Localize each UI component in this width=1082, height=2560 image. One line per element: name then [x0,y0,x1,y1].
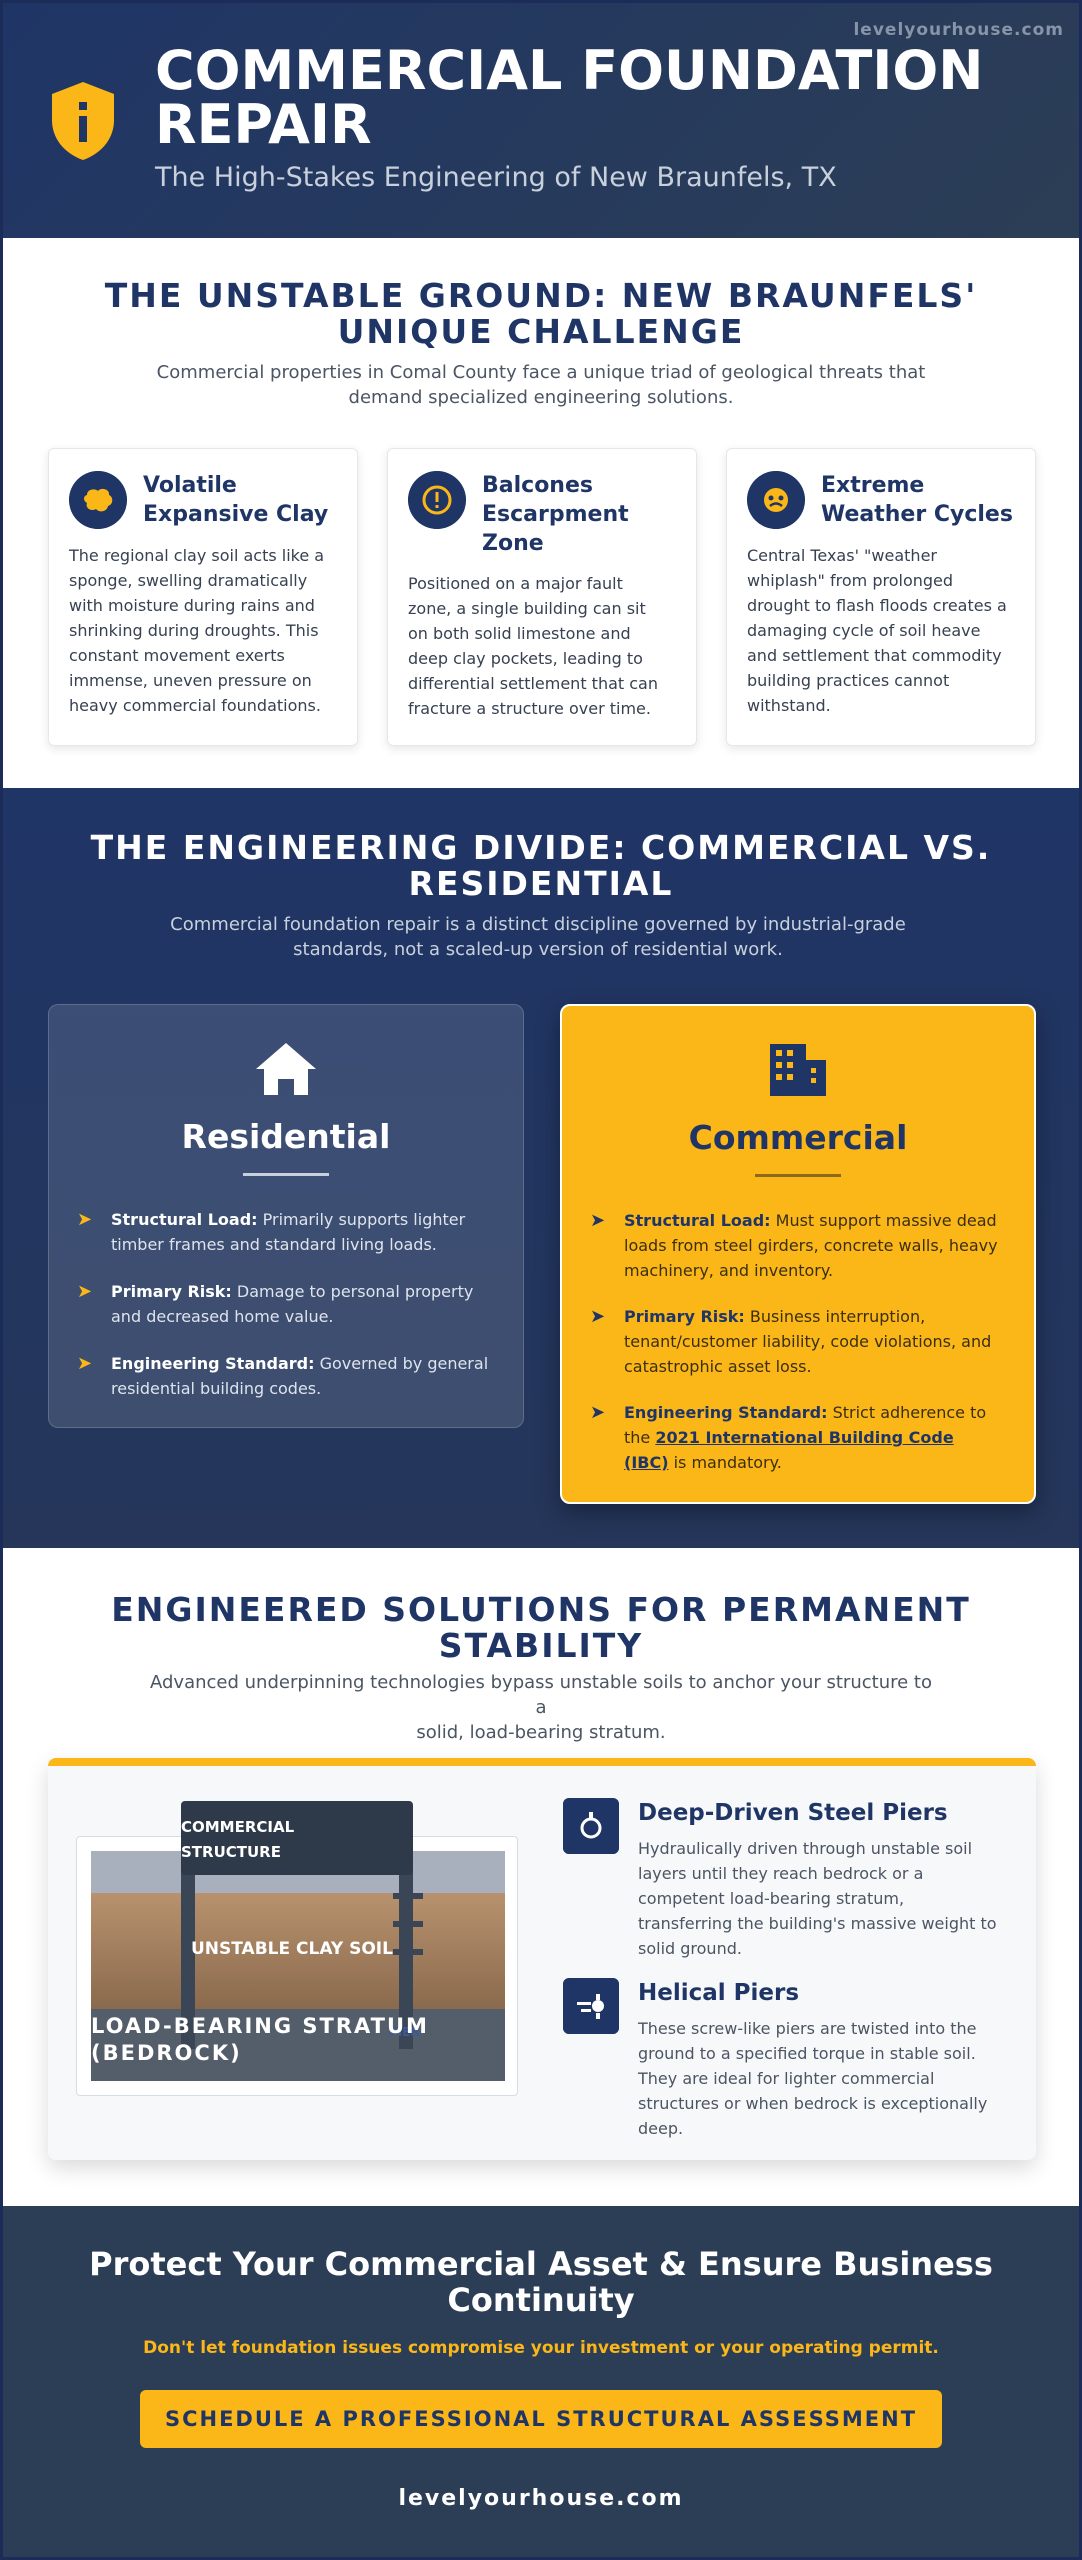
page-subtitle: The High-Stakes Engineering of New Braun… [155,162,837,193]
divide-section: THE ENGINEERING DIVIDE: COMMERCIAL VS. R… [0,788,1082,1548]
card-title: Balcones Escarpment Zone [482,473,629,556]
title-divider [243,1173,329,1176]
structure-label: COMMERCIAL STRUCTURE [181,1818,295,1861]
schedule-assessment-button[interactable]: SCHEDULE A PROFESSIONAL STRUCTURAL ASSES… [140,2390,942,2448]
solutions-section: ENGINEERED SOLUTIONS FOR PERMANENT STABI… [3,1548,1079,2206]
solutions-desc: Advanced underpinning technologies bypas… [150,1672,932,1743]
diagram-bedrock-layer [91,2009,505,2081]
divide-desc: Commercial foundation repair is a distin… [170,914,906,960]
footer-site-url[interactable]: levelyourhouse.com [398,2486,684,2511]
challenge-card-escarpment: Balcones Escarpment Zone Positioned on a… [387,448,697,746]
pier-label: PIER [389,2025,420,2039]
helical-flight [393,1893,423,1899]
clay-label: UNSTABLE CLAY SOIL [191,1939,393,1959]
bedrock-label: LOAD-BEARING STRATUM (BEDROCK) [91,2014,429,2065]
divide-title: THE ENGINEERING DIVIDE: COMMERCIAL VS. R… [90,828,992,903]
arrow-icon: ➤ [590,1210,606,1231]
card-text: The regional clay soil acts like a spong… [69,546,325,715]
card-text: Central Texas' "weather whiplash" from p… [747,546,1007,715]
shield-icon [52,82,114,160]
footer-subtitle: Don't let foundation issues compromise y… [143,2338,939,2358]
challenge-desc: Commercial properties in Comal County fa… [156,362,926,408]
ibc-link[interactable]: 2021 International Building Code [655,1428,954,1447]
arrow-icon: ➤ [590,1402,606,1423]
diagram-clay-layer [91,1893,505,2009]
residential-item: ➤ Primary Risk: Damage to personal prope… [77,1281,474,1326]
page-header: levelyourhouse.com COMMERCIAL FOUNDATION… [0,0,1082,238]
diagram-pier [399,1867,413,2049]
residential-item: ➤ Structural Load: Primarily supports li… [77,1209,466,1254]
commercial-item: ➤ Structural Load: Must support massive … [590,1210,998,1280]
diagram-pier [181,1867,195,2049]
residential-item: ➤ Engineering Standard: Governed by gene… [77,1353,489,1398]
helical-pier-title: Helical Piers [638,1980,800,2006]
arrow-icon: ➤ [77,1209,93,1230]
steel-pier-title: Deep-Driven Steel Piers [638,1800,948,1826]
card-title: Extreme Weather Cycles [821,473,1013,527]
foundation-diagram: COMMERCIAL STRUCTURE UNSTABLE CLAY SOIL … [76,1801,518,2096]
footer-title: Protect Your Commercial Asset & Ensure B… [89,2245,993,2319]
solutions-card: COMMERCIAL STRUCTURE UNSTABLE CLAY SOIL … [48,1758,1036,2160]
card-title: Volatile Expansive Clay [143,473,329,527]
residential-title: Residential [181,1117,391,1156]
challenge-title: THE UNSTABLE GROUND: NEW BRAUNFELS' UNIQ… [104,276,978,351]
commercial-item: ➤ Engineering Standard: Strict adherence… [590,1402,987,1472]
steel-pier-icon [563,1798,619,1854]
diagram-structure [181,1801,413,1875]
site-url[interactable]: levelyourhouse.com [853,20,1064,40]
challenge-section: THE UNSTABLE GROUND: NEW BRAUNFELS' UNIQ… [3,238,1079,788]
commercial-panel: Commercial ➤ Structural Load: Must suppo… [560,1004,1036,1504]
commercial-item: ➤ Primary Risk: Business interruption,te… [590,1306,992,1376]
steel-pier-text: Hydraulically driven through unstable so… [638,1839,997,1958]
commercial-title: Commercial [688,1118,908,1157]
arrow-icon: ➤ [77,1353,93,1374]
cta-footer: Protect Your Commercial Asset & Ensure B… [0,2206,1082,2560]
arrow-icon: ➤ [590,1306,606,1327]
page-title: COMMERCIAL FOUNDATION REPAIR [155,39,984,156]
challenge-card-clay: Volatile Expansive Clay The regional cla… [48,448,358,746]
weather-icon [747,471,805,529]
helical-flight [393,1949,423,1955]
warning-icon [408,471,466,529]
helical-flight [393,1921,423,1927]
card-text: Positioned on a major fault zone, a sing… [408,574,658,718]
building-icon [770,1044,826,1096]
residential-panel: Residential ➤ Structural Load: Primarily… [48,1004,524,1428]
clay-icon [69,471,127,529]
challenge-card-weather: Extreme Weather Cycles Central Texas' "w… [726,448,1036,746]
house-icon [256,1043,316,1095]
helical-pier-text: These screw-like piers are twisted into … [638,2019,988,2138]
solutions-title: ENGINEERED SOLUTIONS FOR PERMANENT STABI… [111,1590,971,1665]
title-divider [755,1174,841,1177]
arrow-icon: ➤ [77,1281,93,1302]
helical-pier-icon [563,1978,619,2034]
ibc-link[interactable]: (IBC) [624,1453,669,1472]
